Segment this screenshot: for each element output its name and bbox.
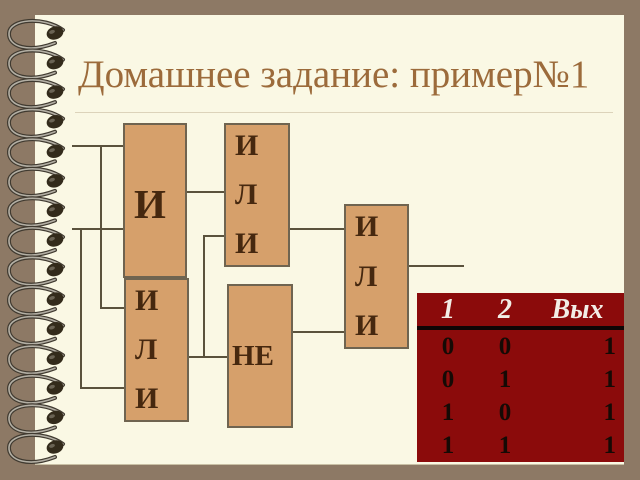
wire-branch-to-or1-v [203,235,205,358]
gate-or-final-letter: И [355,210,379,243]
wire-input1 [72,145,125,147]
gate-or-lower-letter: Л [135,333,158,366]
wire-or2-to-not [187,356,229,358]
gate-or-final-letter: Л [355,259,378,293]
gate-not: НЕ [227,284,293,428]
truth-table-row: 0 1 1 [417,363,624,396]
slide-title: Домашнее задание: пример№1 [78,53,590,96]
wire-output [409,265,464,267]
truth-table-header-input1: 1 [441,293,455,325]
gate-or-lower: И Л И [124,278,189,422]
truth-table-cell: 0 [498,333,512,360]
gate-and-label: И [134,181,166,227]
truth-table-header-row: 1 2 Вых [417,293,624,326]
wire-input2-branch-v [80,228,82,389]
gate-or-upper: И Л И [224,123,290,267]
gate-or-upper-letter: И [235,227,259,260]
wire-input1-branch-v [100,145,102,309]
title-divider [75,112,613,113]
wire-and-to-or1 [187,191,226,193]
truth-table-cell: 0 [441,366,455,393]
truth-table-cell: 1 [498,366,512,393]
truth-table-cell: 1 [603,333,617,360]
gate-or-final: И Л И [344,204,409,349]
truth-table-cell: 1 [498,432,512,459]
gate-not-label: НЕ [232,339,274,372]
truth-table-header-output: Вых [551,293,604,325]
truth-table-row: 0 0 1 [417,330,624,363]
truth-table-cell: 1 [441,399,455,426]
wire-or1-to-or3 [290,228,346,230]
wire-not-to-or3 [291,331,346,333]
truth-table-cell: 1 [441,432,455,459]
wire-input2 [72,228,125,230]
truth-table-row: 1 1 1 [417,429,624,462]
wire-or1-input2 [203,235,226,237]
truth-table-cell: 1 [603,399,617,426]
gate-or-lower-letter: И [135,382,159,415]
truth-table-header-input2: 2 [498,293,512,325]
truth-table-cell: 0 [498,399,512,426]
wire-input2-to-or2 [80,387,125,389]
truth-table-cell: 1 [603,432,617,459]
gate-and: И [123,123,187,278]
gate-or-final-letter: И [355,309,379,342]
truth-table-cell: 0 [441,333,455,360]
truth-table-header-rule [417,326,624,330]
gate-or-lower-letter: И [135,284,159,317]
gate-or-upper-letter: И [235,129,259,162]
truth-table-cell: 1 [603,366,617,393]
truth-table-row: 1 0 1 [417,396,624,429]
truth-table: 1 2 Вых 0 0 1 0 1 1 1 0 1 1 1 1 [417,293,624,462]
gate-or-upper-letter: Л [235,178,258,211]
wire-input1-to-or2 [100,307,125,309]
